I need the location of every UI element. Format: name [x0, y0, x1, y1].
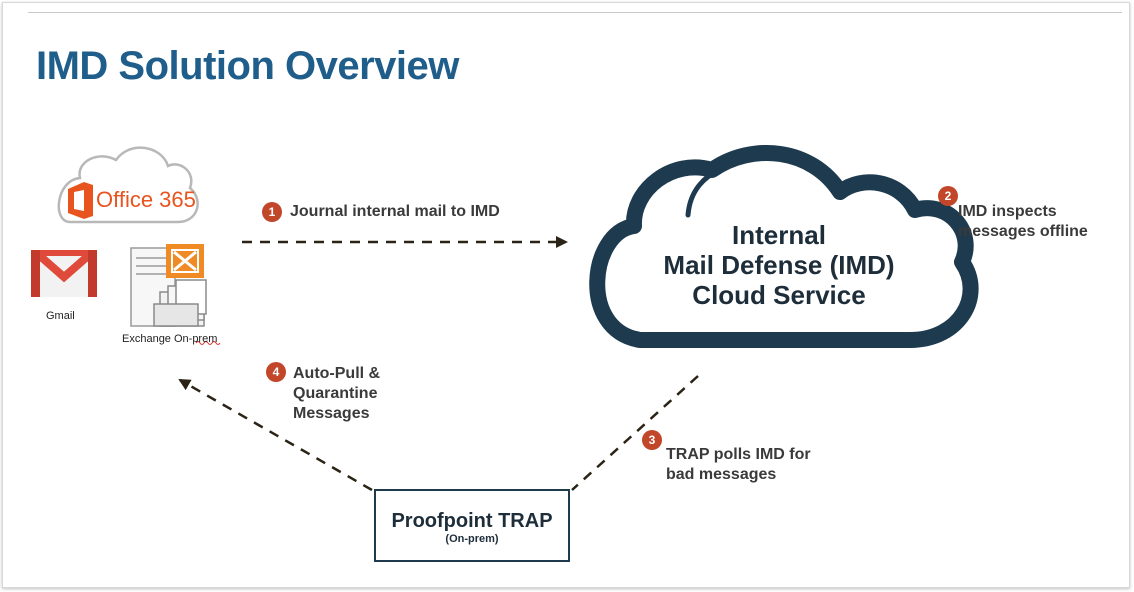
step-2-line-2: messages offline	[958, 223, 1088, 240]
step-2-text: IMD inspects messages offline	[958, 202, 1088, 242]
top-divider	[28, 12, 1122, 13]
gmail-label: Gmail	[46, 310, 75, 322]
exchange-label: Exchange On-prem	[122, 333, 218, 345]
trap-subtitle: (On-prem)	[445, 533, 499, 545]
proofpoint-trap-box: Proofpoint TRAP (On-prem)	[374, 489, 570, 562]
trap-title: Proofpoint TRAP	[391, 510, 553, 532]
step-1-text: Journal internal mail to IMD	[290, 203, 500, 220]
step-4-line-1: Auto-Pull &	[293, 365, 381, 382]
step-4-line-2: Quarantine	[293, 385, 378, 402]
imd-cloud-text: Internal Mail Defense (IMD) Cloud Servic…	[620, 220, 938, 310]
gmail-icon	[31, 250, 97, 297]
arrow-trap-to-mail	[178, 378, 373, 492]
office365-label: Office 365	[96, 187, 196, 212]
cloud-line-2: Mail Defense (IMD)	[663, 250, 895, 280]
office-logo-icon	[68, 182, 93, 219]
step-4-text: Auto-Pull & Quarantine Messages	[293, 364, 380, 424]
cloud-line-1: Internal	[732, 220, 826, 250]
spellcheck-underline	[195, 341, 221, 345]
step-3-badge: 3	[642, 430, 662, 450]
step-3-line-2: bad messages	[666, 466, 777, 483]
cloud-highlight-arc	[685, 167, 723, 218]
step-1-badge: 1	[262, 202, 282, 222]
step-2-line-1: IMD inspects	[958, 203, 1057, 220]
step-4-line-3: Messages	[293, 405, 370, 422]
office365-cloud-icon	[57, 146, 199, 224]
exchange-server-icon	[130, 244, 207, 327]
slide-title: IMD Solution Overview	[36, 44, 459, 88]
imd-cloud-icon	[589, 145, 979, 348]
step-3-text: TRAP polls IMD for bad messages	[666, 445, 811, 485]
step-2-badge: 2	[938, 186, 958, 206]
step-4-badge: 4	[266, 362, 286, 382]
step-3-line-1: TRAP polls IMD for	[666, 446, 811, 463]
cloud-line-3: Cloud Service	[692, 280, 866, 310]
